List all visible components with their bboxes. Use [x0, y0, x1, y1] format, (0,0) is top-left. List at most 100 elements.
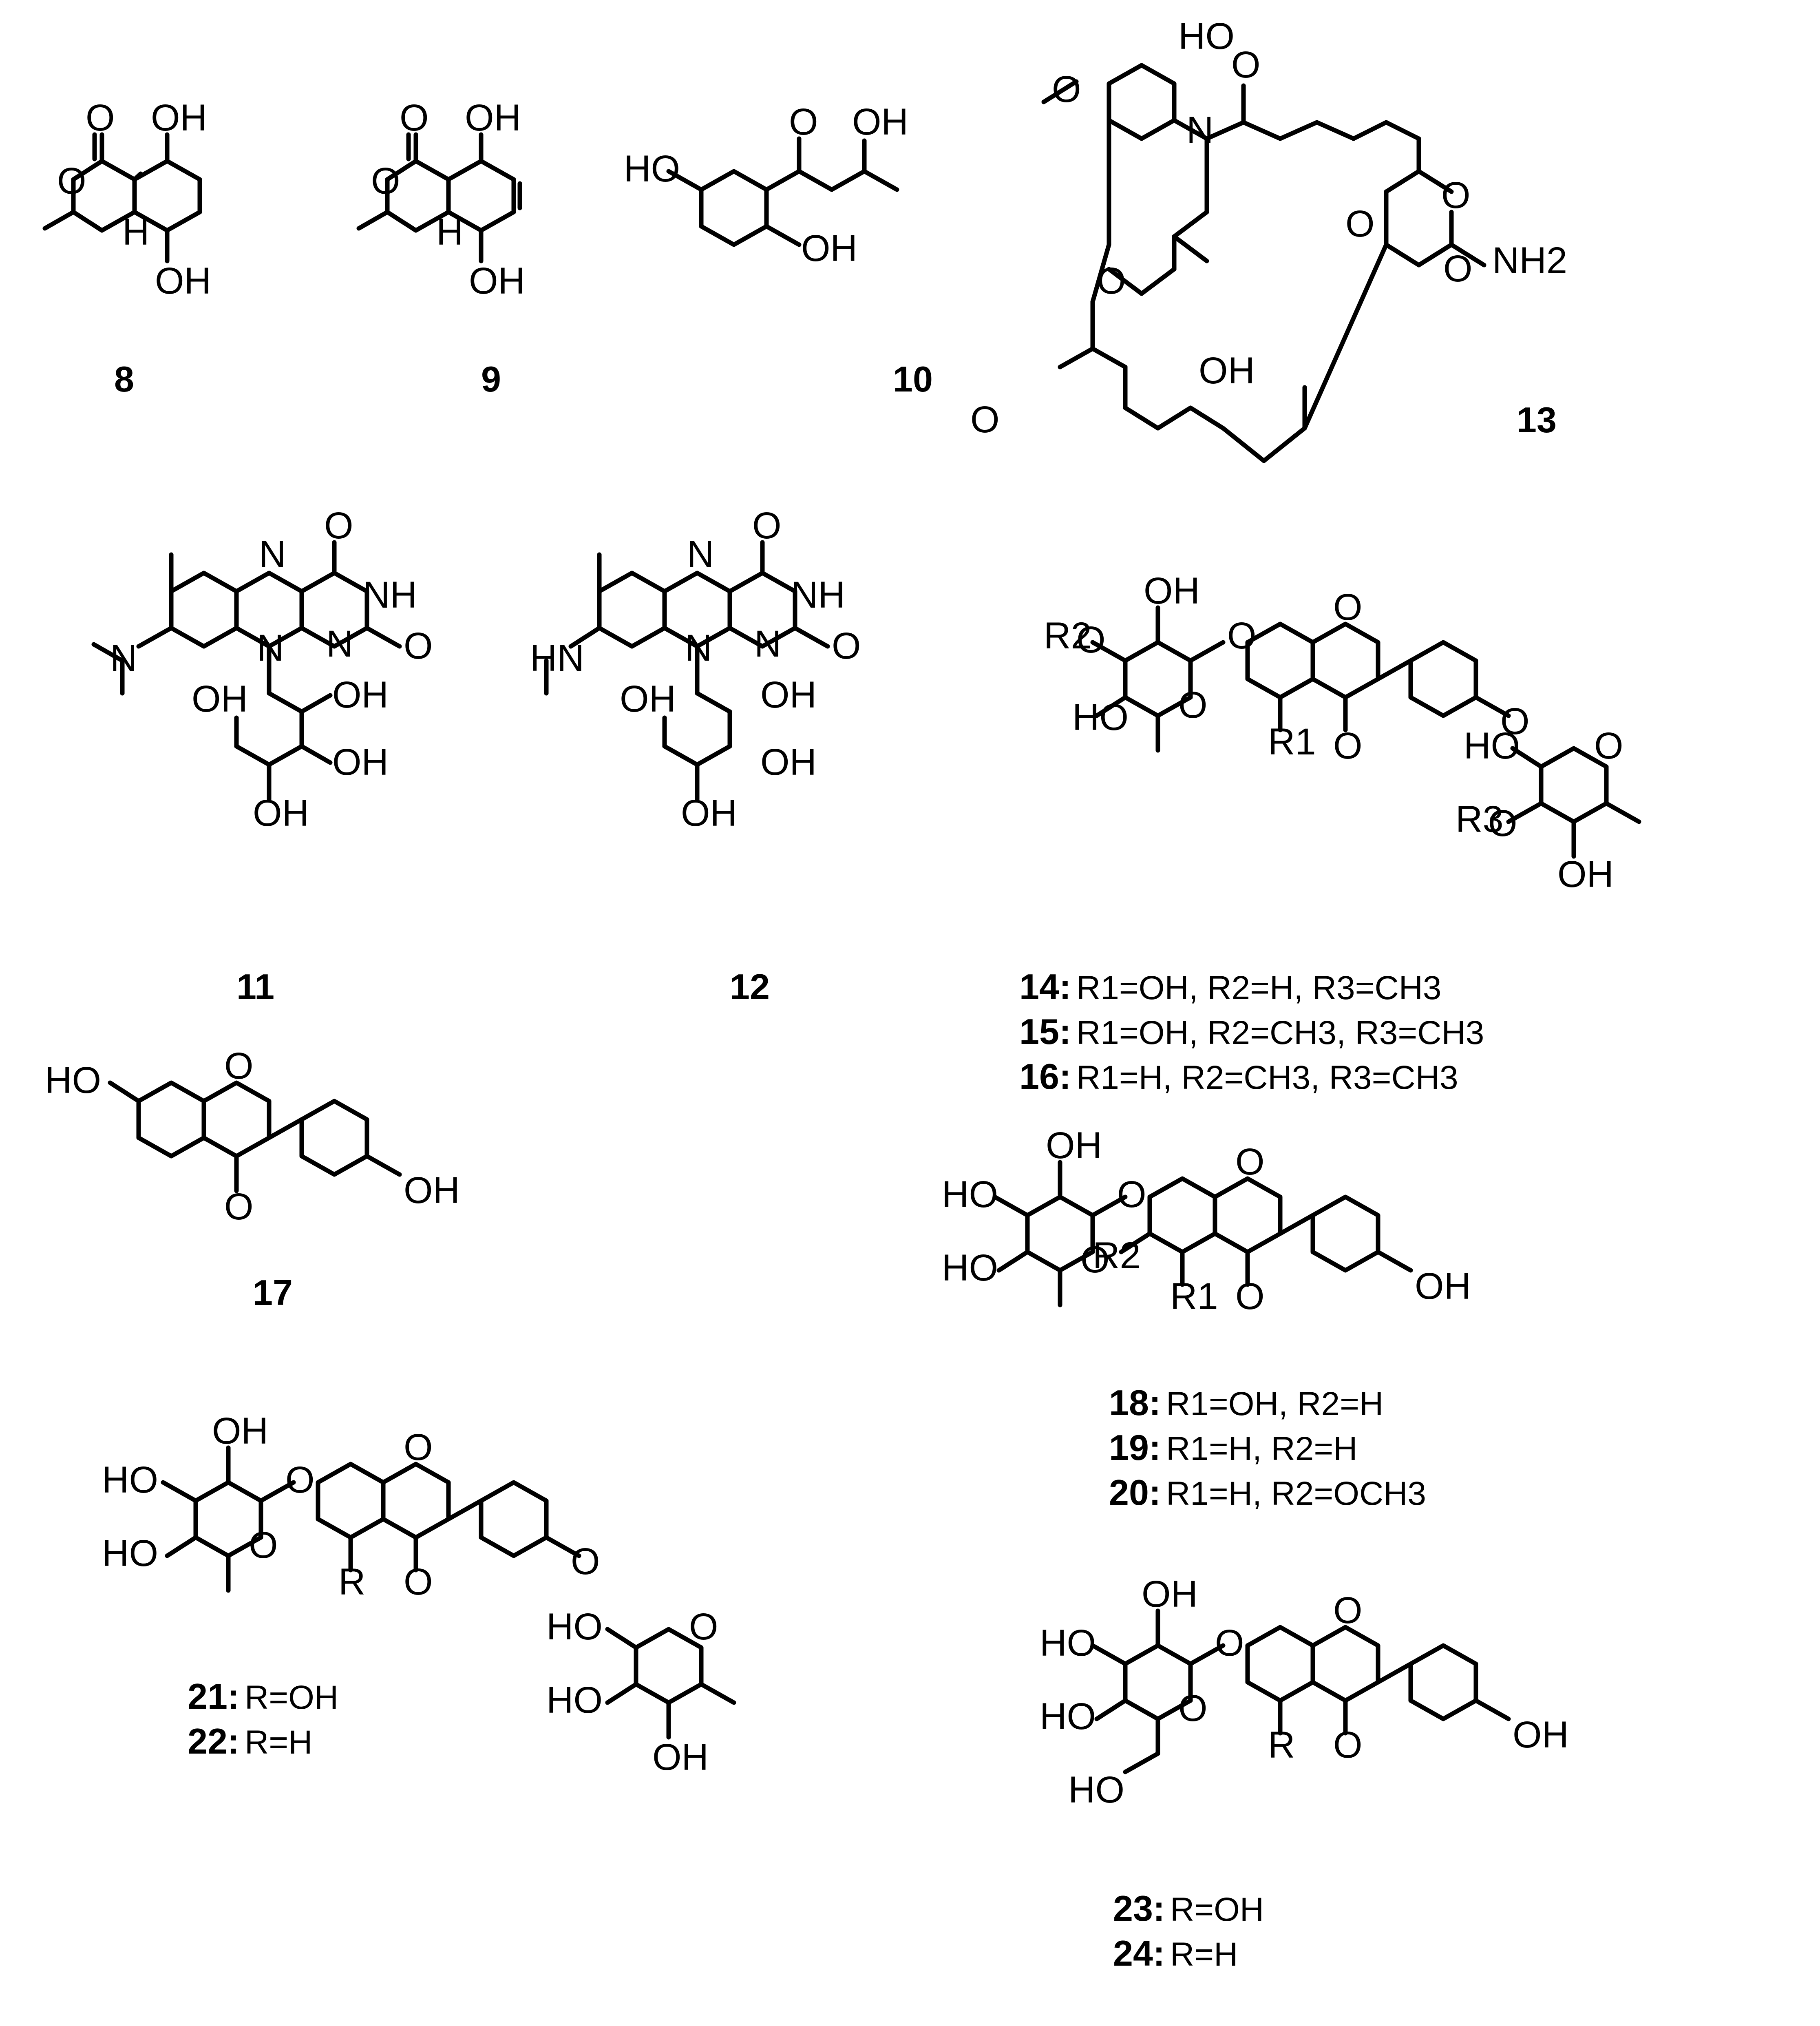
compound-number-8: 8	[114, 359, 134, 399]
nh2-label: NH2	[1492, 240, 1567, 281]
ring-o-label: O	[1097, 260, 1126, 302]
compound-number-10: 10	[893, 359, 933, 399]
ring-o-label: O	[404, 1427, 433, 1468]
h-label: H	[122, 211, 149, 253]
carbonyl-o-label: O	[832, 625, 861, 667]
substituents-24: R=H	[1170, 1936, 1238, 1973]
methoxy-o-label: O	[1052, 69, 1081, 110]
compound-number-9: 9	[481, 359, 501, 399]
ho-label: HO	[1072, 697, 1129, 738]
oh-label: OH	[469, 260, 525, 302]
compound-number-15: 15:	[1019, 1011, 1071, 1052]
carbonyl-o-label: O	[224, 1186, 254, 1228]
r1-label: R1	[1268, 721, 1316, 763]
oh-label: OH	[1144, 570, 1200, 612]
oh-label: OH	[760, 674, 817, 716]
ho-label: HO	[1068, 1769, 1124, 1811]
ho-label: HO	[102, 1533, 158, 1574]
carbonyl-o-label: O	[404, 1561, 433, 1603]
ring-o-label: O	[1333, 586, 1363, 628]
ho-label: HO	[942, 1247, 998, 1289]
oh-label: OH	[404, 1170, 460, 1211]
n-label: N	[257, 627, 284, 669]
ring-o-label: O	[689, 1606, 718, 1648]
ho-label: HO	[1464, 725, 1520, 767]
enol-oh-label: OH	[465, 97, 521, 139]
ho-label: HO	[546, 1679, 603, 1721]
compound-number-17: 17	[253, 1272, 293, 1313]
compound-18-20-structure: OH HO HO O O O R2 R1 O OH 18: R1=OH, R2=…	[942, 1125, 1471, 1513]
ho-label: HO	[942, 1174, 998, 1215]
compound-11-structure: N O NH N O N N OH OH OH OH 11	[91, 505, 433, 1007]
substituent-table-21-22: 21: R=OH 22: R=H	[188, 1676, 338, 1761]
carbamate-o-label: O	[1441, 175, 1471, 216]
n-label: N	[685, 627, 712, 669]
oh-label: OH	[253, 792, 309, 834]
o-label: O	[1076, 619, 1106, 661]
substituents-20: R1=H, R2=OCH3	[1166, 1475, 1426, 1512]
substituent-table-23-24: 23: R=OH 24: R=H	[1113, 1888, 1264, 1973]
nh-label: NH	[791, 574, 845, 616]
n-label: N	[326, 623, 353, 665]
n-label: N	[110, 637, 137, 679]
oh-label: OH	[1199, 350, 1255, 391]
o-label: O	[1488, 803, 1517, 844]
oh-label: OH	[652, 1736, 709, 1778]
ring-o-label: O	[1080, 1239, 1110, 1281]
r2-label: R2	[1093, 1235, 1141, 1276]
carbonyl-o-label: O	[86, 97, 115, 139]
carbonyl-o-label: O	[1333, 725, 1363, 767]
oh-label: OH	[332, 741, 389, 783]
ketone-o-label: O	[789, 101, 818, 143]
compound-number-12: 12	[730, 967, 770, 1007]
r-label: R	[338, 1561, 365, 1603]
oh-label: OH	[332, 674, 389, 716]
compound-12-structure: N O NH N O N HN OH OH OH OH 12	[530, 505, 861, 1007]
oh-label: OH	[1046, 1125, 1102, 1166]
ho-label: HO	[624, 148, 680, 190]
r-label: R	[1268, 1724, 1295, 1766]
oh-label: OH	[852, 101, 908, 143]
hn-label: HN	[530, 637, 584, 679]
oh-label: OH	[801, 228, 857, 269]
substituents-18: R1=OH, R2=H	[1166, 1385, 1383, 1422]
ring-o-label: O	[57, 160, 86, 202]
ring-o-label: O	[1178, 1688, 1208, 1729]
methoxy-o-label: O	[970, 399, 1000, 440]
n-label: N	[687, 533, 714, 575]
ring-o-label: O	[1178, 684, 1208, 726]
carbonyl-o-label: O	[404, 625, 433, 667]
r3-label: R3	[1456, 798, 1504, 840]
enol-oh-label: OH	[151, 97, 207, 139]
oh-label: OH	[1142, 1573, 1198, 1615]
compound-9-structure: O OH O H OH 9	[356, 97, 525, 399]
compound-number-20: 20:	[1109, 1472, 1161, 1513]
substituents-19: R1=H, R2=H	[1166, 1430, 1357, 1467]
ring-o-label: O	[224, 1045, 254, 1087]
oh-label: OH	[1557, 854, 1614, 895]
ring-o-label: O	[249, 1524, 278, 1566]
substituents-15: R1=OH, R2=CH3, R3=CH3	[1076, 1014, 1484, 1051]
o-label: O	[571, 1541, 600, 1582]
substituents-16: R1=H, R2=CH3, R3=CH3	[1076, 1059, 1458, 1096]
carbonyl-o-label: O	[400, 97, 429, 139]
o-label: O	[1500, 701, 1530, 742]
compound-number-23: 23:	[1113, 1888, 1165, 1929]
n-label: N	[1186, 109, 1213, 151]
compound-number-14: 14:	[1019, 967, 1071, 1007]
oh-label: OH	[192, 678, 248, 720]
compound-number-18: 18:	[1109, 1382, 1161, 1423]
carbonyl-o-label: O	[324, 505, 353, 546]
ho-label: HO	[1040, 1622, 1096, 1664]
ring-o-label: O	[1333, 1590, 1363, 1631]
carbonyl-o-label: O	[1235, 1276, 1265, 1317]
substituents-14: R1=OH, R2=H, R3=CH3	[1076, 969, 1442, 1006]
nh-label: NH	[363, 574, 417, 616]
n-label: N	[259, 533, 286, 575]
oh-label: OH	[1415, 1265, 1471, 1307]
ho-label: HO	[45, 1059, 101, 1101]
carbonyl-o-label: O	[1231, 44, 1261, 86]
ho-label: HO	[546, 1606, 603, 1648]
compound-13-structure: HO O O N O O O O NH2 OH O 13	[970, 15, 1567, 463]
